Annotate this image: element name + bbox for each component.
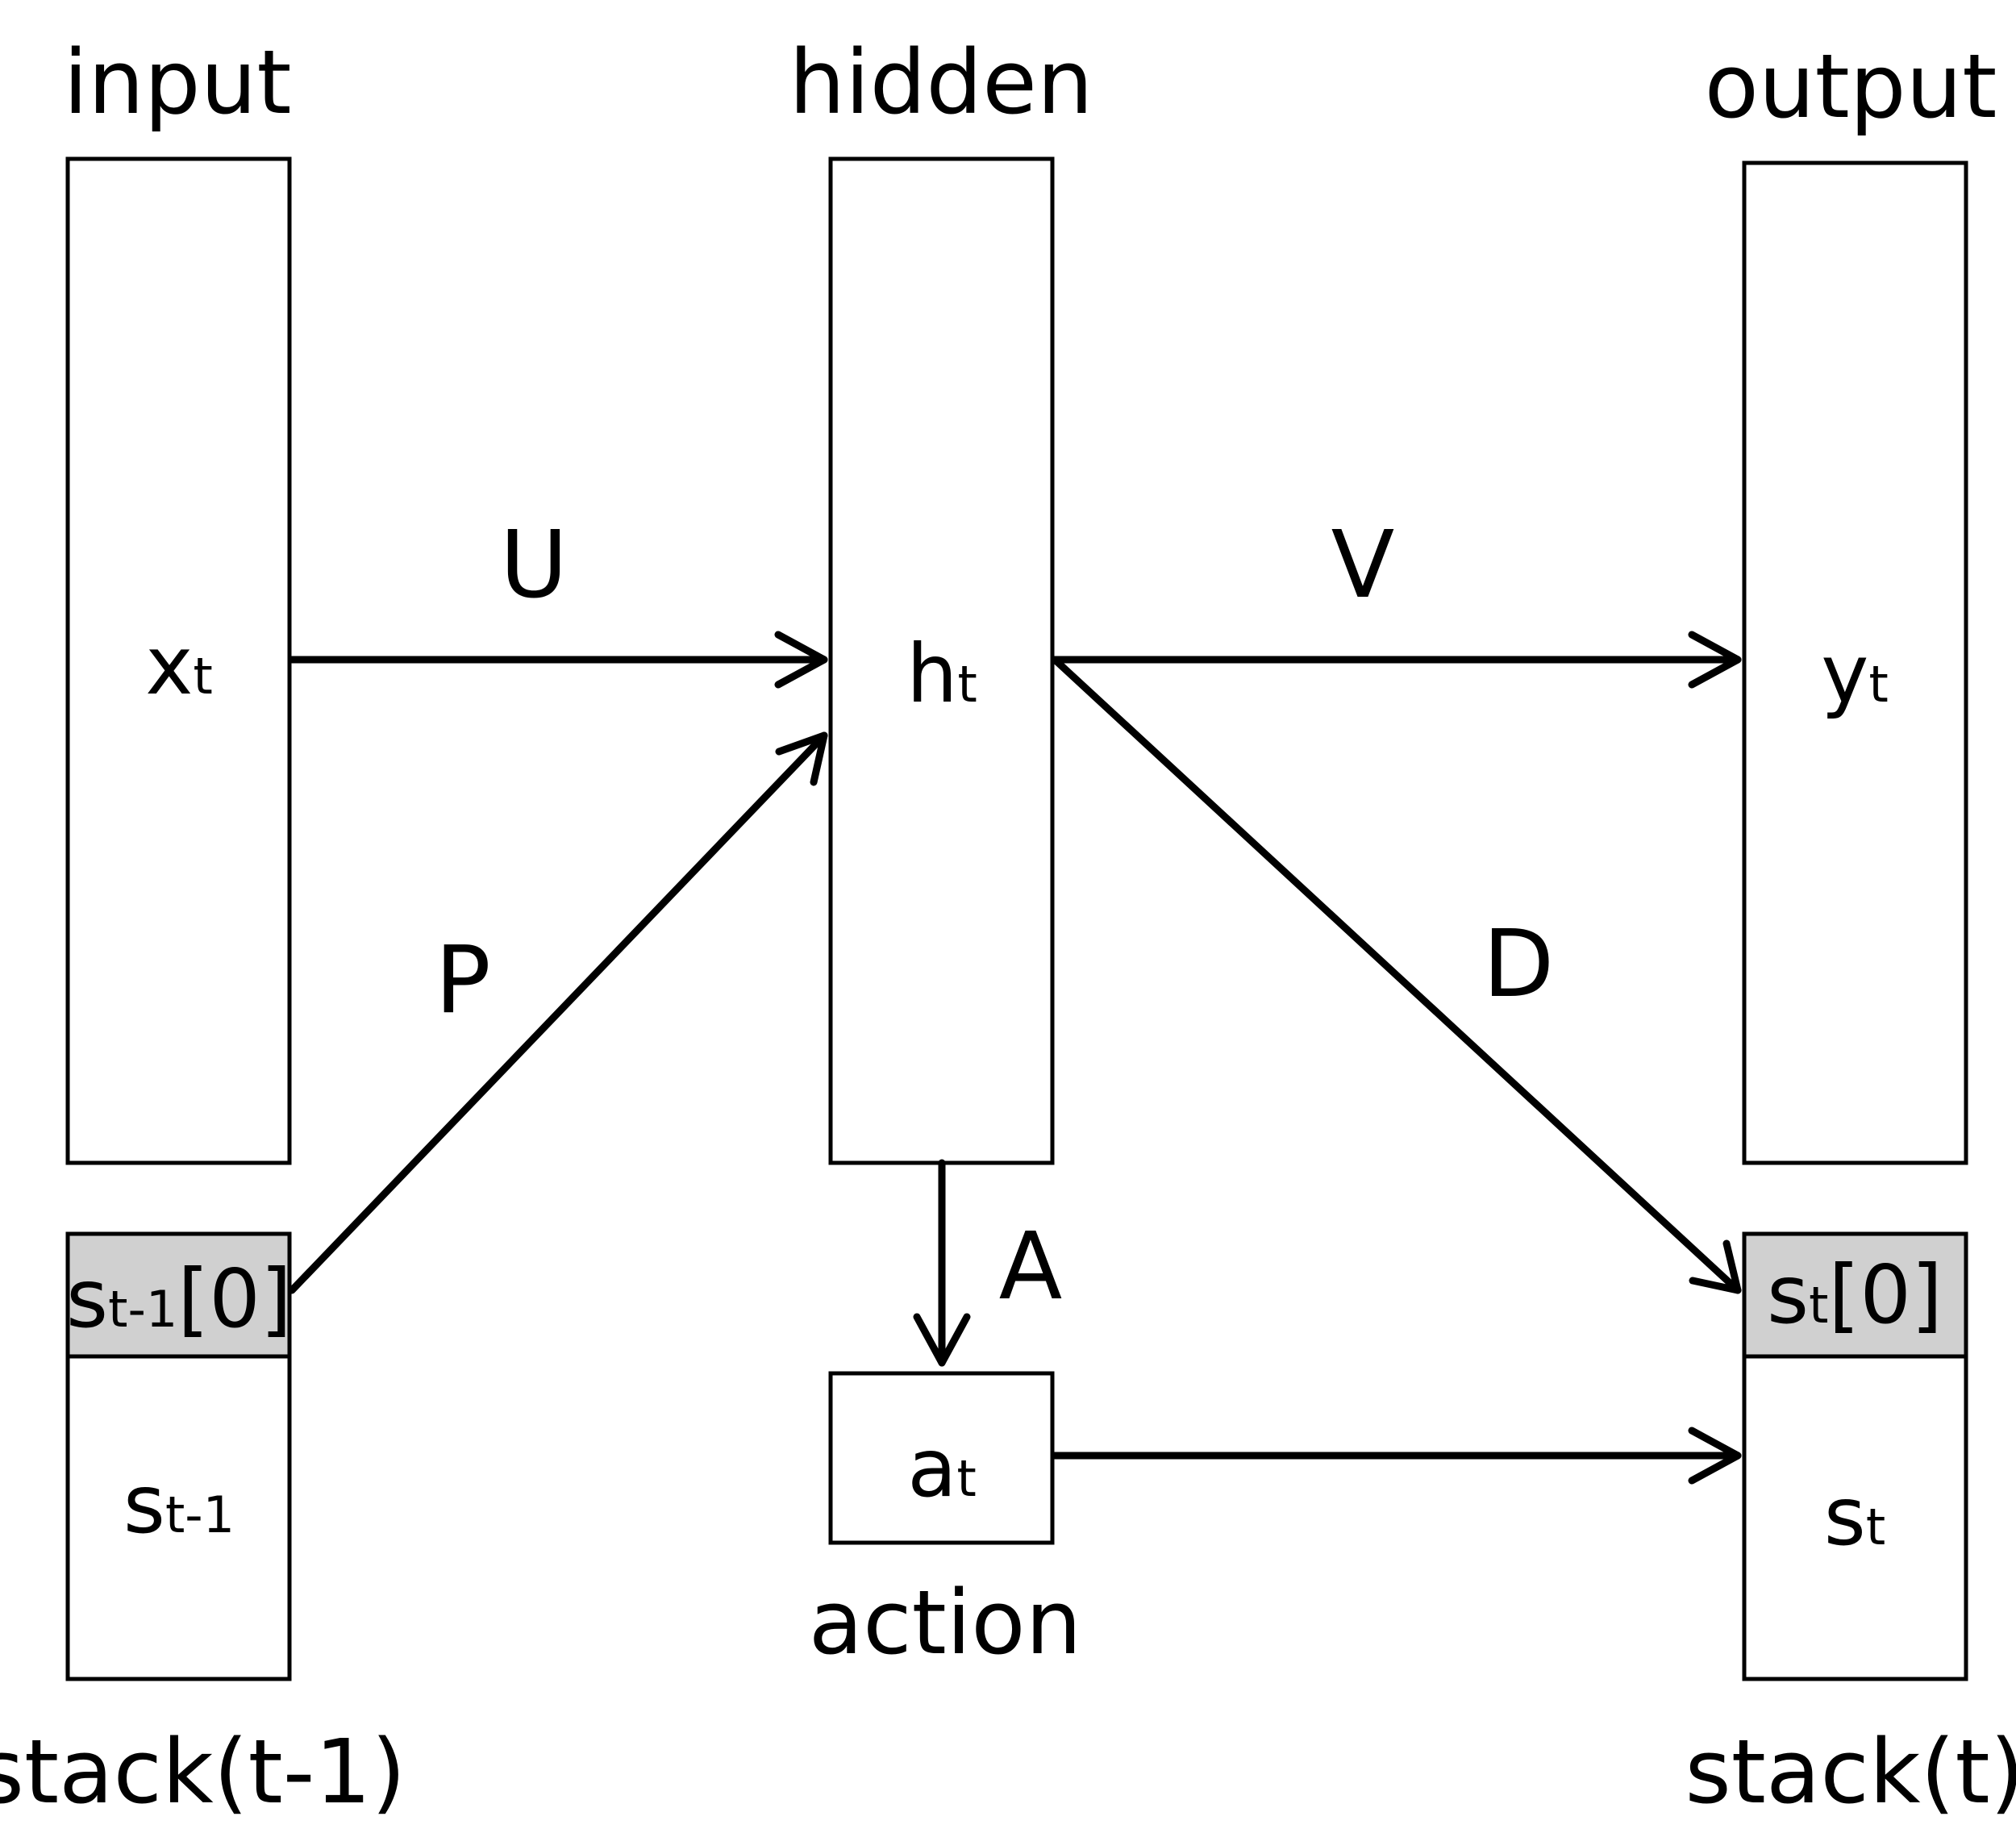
hidden-label: hidden bbox=[789, 31, 1093, 134]
edge-label-D: D bbox=[1483, 910, 1555, 1019]
input-layer-box bbox=[65, 156, 292, 1165]
edge-action-to-stack bbox=[1051, 1427, 1742, 1485]
input-label: input bbox=[64, 31, 292, 134]
action-label: action bbox=[809, 1571, 1082, 1674]
edge-label-A: A bbox=[999, 1213, 1063, 1321]
output-layer-box bbox=[1742, 160, 1968, 1165]
stack-cur-label: stack(t) bbox=[1685, 1720, 2016, 1823]
stack-prev-symbol: st-1 bbox=[123, 1457, 235, 1552]
h-node-symbol: ht bbox=[906, 627, 977, 721]
stack-cur-top-symbol: st[0] bbox=[1767, 1248, 1943, 1342]
x-node-symbol: xt bbox=[145, 619, 213, 713]
a-node-symbol: at bbox=[907, 1421, 977, 1515]
output-label: output bbox=[1705, 35, 1997, 138]
edge-label-V: V bbox=[1331, 511, 1395, 619]
stack-cur-top-cell bbox=[1742, 1231, 1968, 1359]
edge-A bbox=[913, 1159, 971, 1367]
edge-U bbox=[288, 631, 828, 689]
edge-D bbox=[1051, 656, 1742, 1294]
stack-prev-label: stack(t-1) bbox=[0, 1720, 406, 1823]
stack-prev-top-symbol: st-1[0] bbox=[66, 1252, 292, 1346]
edge-label-P: P bbox=[435, 927, 490, 1035]
stack-prev-top-cell bbox=[65, 1231, 292, 1359]
hidden-layer-box bbox=[828, 156, 1055, 1165]
edge-label-U: U bbox=[500, 511, 568, 619]
action-box bbox=[828, 1371, 1055, 1545]
y-node-symbol: yt bbox=[1821, 627, 1889, 721]
edge-P bbox=[288, 731, 828, 1294]
edge-V bbox=[1051, 631, 1742, 689]
stack-cur-symbol: st bbox=[1824, 1469, 1885, 1564]
